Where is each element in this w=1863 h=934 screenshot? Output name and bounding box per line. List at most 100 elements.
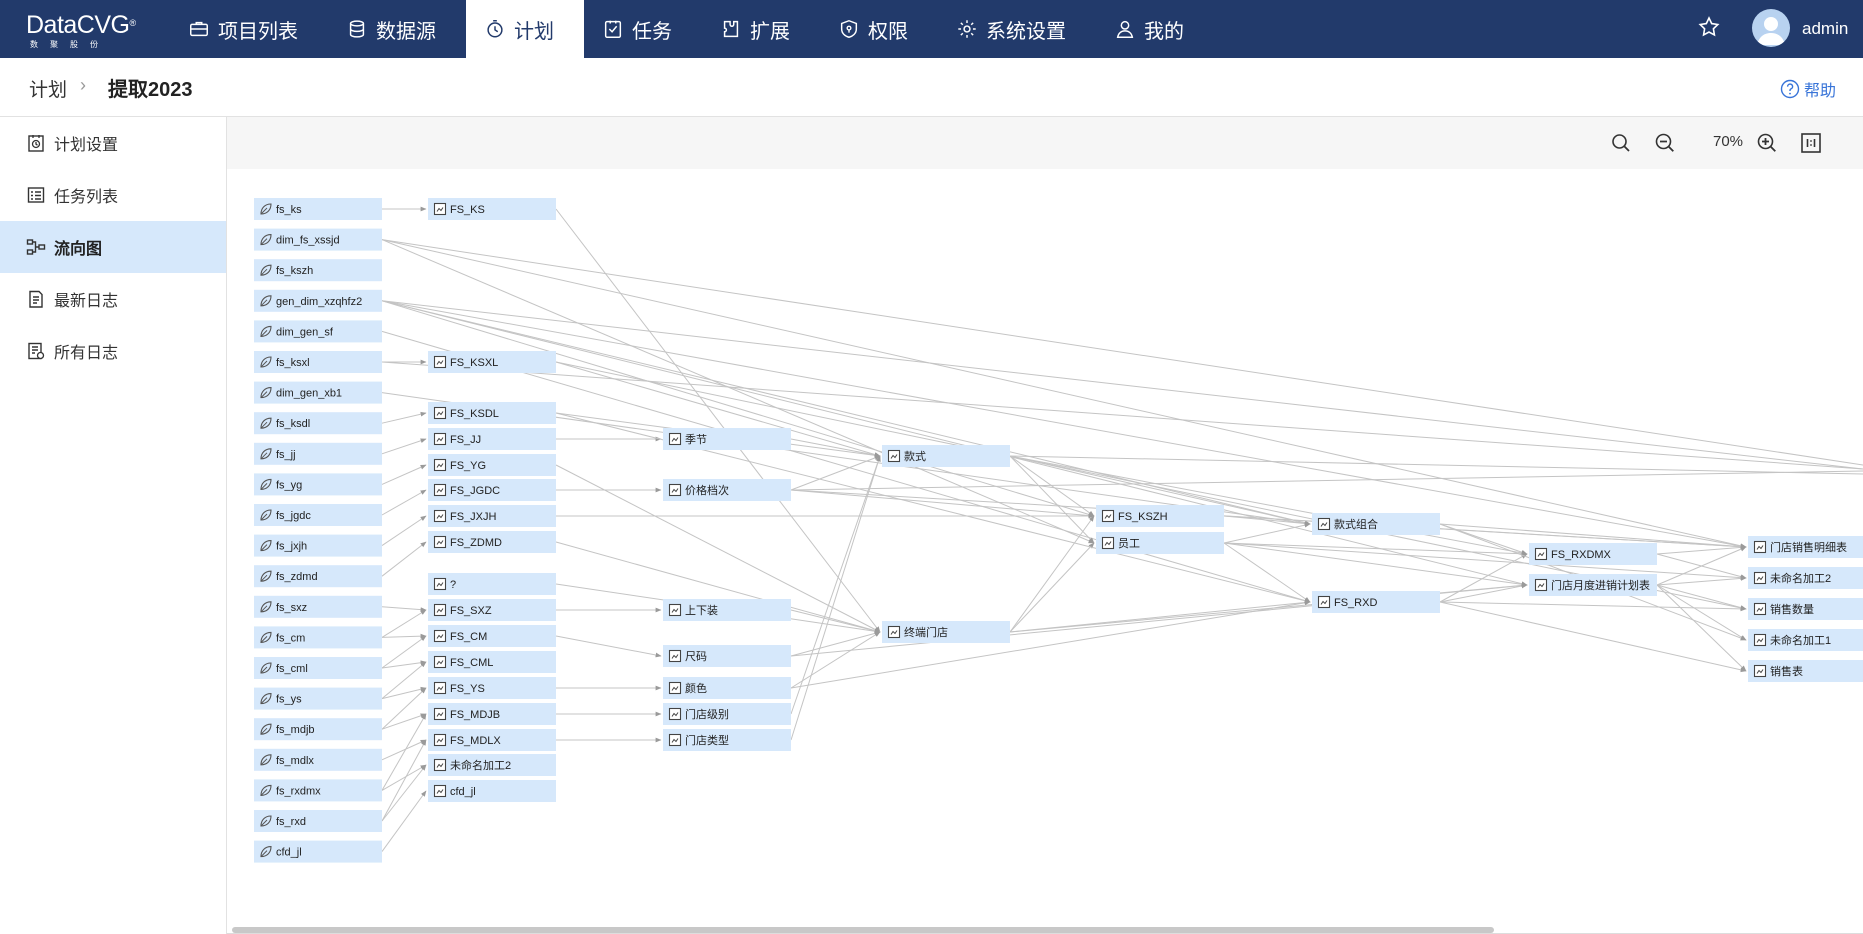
help-link[interactable]: 帮助 xyxy=(1780,77,1836,101)
table-node[interactable]: FS_YG xyxy=(428,454,556,476)
datacvg-logo[interactable]: DataCVG® 数聚股份 xyxy=(26,12,146,49)
source-node[interactable]: fs_ksdl xyxy=(254,412,382,435)
nav-database[interactable]: 数据源 xyxy=(328,0,466,58)
source-node[interactable]: fs_jxjh xyxy=(254,534,382,557)
source-node[interactable]: fs_cm xyxy=(254,626,382,649)
table-node[interactable]: FS_MDLX xyxy=(428,729,556,751)
source-node[interactable]: fs_mdjb xyxy=(254,718,382,741)
nav-user[interactable]: 我的 xyxy=(1096,0,1214,58)
table-node[interactable]: FS_MDJB xyxy=(428,703,556,725)
node-box xyxy=(254,748,382,771)
sidebar-item-latest-log[interactable]: 最新日志 xyxy=(0,273,226,325)
table-node[interactable]: 门店类型 xyxy=(663,729,791,751)
source-node[interactable]: fs_ksxl xyxy=(254,351,382,373)
source-node[interactable]: fs_mdlx xyxy=(254,748,382,771)
nav-briefcase[interactable]: 项目列表 xyxy=(170,0,328,58)
table-node[interactable]: FS_KSDL xyxy=(428,402,556,424)
table-node[interactable]: 门店月度进销计划表 xyxy=(1529,574,1657,596)
table-node[interactable]: FS_RXD xyxy=(1312,591,1440,613)
node-box xyxy=(1529,543,1657,565)
node-box xyxy=(254,534,382,557)
source-node[interactable]: fs_kszh xyxy=(254,259,382,282)
table-node[interactable]: 未命名加工1 xyxy=(1748,629,1863,651)
nav-shield[interactable]: 权限 xyxy=(820,0,938,58)
source-node[interactable]: dim_fs_xssjd xyxy=(254,228,382,251)
table-node[interactable]: FS_JJ xyxy=(428,428,556,450)
table-node[interactable]: 款式组合 xyxy=(1312,513,1440,535)
table-node[interactable]: 颜色 xyxy=(663,677,791,699)
sidebar-item-all-logs[interactable]: 所有日志 xyxy=(0,325,226,377)
node-box xyxy=(428,402,556,424)
source-node[interactable]: fs_ys xyxy=(254,687,382,710)
node-box xyxy=(1748,660,1863,682)
table-node[interactable]: cfd_jl xyxy=(428,780,556,802)
table-node[interactable]: 销售数量 xyxy=(1748,598,1863,620)
table-node[interactable]: 价格档次 xyxy=(663,479,791,501)
table-node[interactable]: 未命名加工2 xyxy=(1748,567,1863,589)
nav-extension[interactable]: 扩展 xyxy=(702,0,820,58)
node-label: fs_jgdc xyxy=(276,510,311,522)
table-node[interactable]: ? xyxy=(428,573,556,595)
table-node[interactable]: 终端门店 xyxy=(882,621,1010,643)
source-node[interactable]: gen_dim_xzqhfz2 xyxy=(254,289,382,312)
table-node[interactable]: FS_JXJH xyxy=(428,505,556,527)
table-node[interactable]: FS_CML xyxy=(428,651,556,673)
source-node[interactable]: fs_rxd xyxy=(254,810,382,832)
avatar[interactable] xyxy=(1752,9,1790,47)
table-node[interactable]: 门店级别 xyxy=(663,703,791,725)
flow-edge xyxy=(1439,601,1747,612)
sidebar-item-flow-chart[interactable]: 流向图 xyxy=(0,221,226,273)
source-node[interactable]: fs_ks xyxy=(254,198,382,220)
table-node[interactable]: 尺码 xyxy=(663,645,791,667)
node-label: 款式 xyxy=(904,449,926,463)
flow-graph[interactable]: fs_ks dim_fs_xssjd fs_kszh gen_dim_xzqhfz2d… xyxy=(227,169,1863,934)
node-box xyxy=(254,198,382,220)
source-node[interactable]: fs_cml xyxy=(254,657,382,679)
table-node[interactable]: FS_KSZH xyxy=(1096,505,1224,527)
table-node[interactable]: FS_SXZ xyxy=(428,599,556,621)
table-node[interactable]: 上下装 xyxy=(663,599,791,621)
source-leaf-icon xyxy=(260,723,272,735)
table-node[interactable]: 款式 xyxy=(882,445,1010,467)
nav-gear[interactable]: 系统设置 xyxy=(938,0,1096,58)
source-leaf-icon xyxy=(260,325,272,337)
zoom-in-icon[interactable] xyxy=(1755,131,1779,155)
table-node[interactable]: FS_KSXL xyxy=(428,351,556,373)
flow-edge xyxy=(555,361,1747,611)
source-node[interactable]: cfd_jl xyxy=(254,840,382,863)
source-node[interactable]: fs_zdmd xyxy=(254,565,382,588)
nav-timer[interactable]: 计划 xyxy=(466,0,584,58)
source-node[interactable]: fs_jgdc xyxy=(254,504,382,526)
star-icon[interactable] xyxy=(1697,15,1721,39)
nav-task-check[interactable]: 任务 xyxy=(584,0,702,58)
node-label: 颜色 xyxy=(685,681,707,695)
source-node[interactable]: fs_sxz xyxy=(254,595,382,618)
table-node[interactable]: FS_JGDC xyxy=(428,479,556,501)
actual-size-icon[interactable] xyxy=(1799,131,1823,155)
table-node[interactable]: FS_KS xyxy=(428,198,556,220)
table-node[interactable]: 季节 xyxy=(663,428,791,450)
table-node[interactable]: 员工 xyxy=(1096,532,1224,554)
sidebar-item-task-list[interactable]: 任务列表 xyxy=(0,169,226,221)
sidebar-item-plan-settings[interactable]: 计划设置 xyxy=(0,117,226,169)
zoom-out-icon[interactable] xyxy=(1653,131,1677,155)
username[interactable]: admin xyxy=(1802,19,1849,38)
table-node[interactable]: FS_YS xyxy=(428,677,556,699)
flow-edge xyxy=(1223,522,1311,544)
table-node[interactable]: FS_RXDMX xyxy=(1529,543,1657,565)
table-node[interactable]: 未命名加工2 xyxy=(428,754,556,776)
table-node[interactable]: 销售表 xyxy=(1748,660,1863,682)
source-node[interactable]: dim_gen_xb1 xyxy=(254,381,382,404)
node-label: 门店月度进销计划表 xyxy=(1551,578,1650,592)
table-node[interactable]: FS_ZDMD xyxy=(428,531,556,553)
breadcrumb-root[interactable]: 计划 xyxy=(29,80,68,101)
horizontal-scrollbar[interactable] xyxy=(232,927,1494,933)
source-node[interactable]: fs_rxdmx xyxy=(254,779,382,802)
search-icon[interactable] xyxy=(1609,131,1633,155)
table-node[interactable]: 门店销售明细表 xyxy=(1748,536,1863,558)
source-node[interactable]: dim_gen_sf xyxy=(254,320,382,343)
source-node[interactable]: fs_yg xyxy=(254,473,382,496)
table-node[interactable]: FS_CM xyxy=(428,625,556,647)
source-node[interactable]: fs_jj xyxy=(254,442,382,465)
